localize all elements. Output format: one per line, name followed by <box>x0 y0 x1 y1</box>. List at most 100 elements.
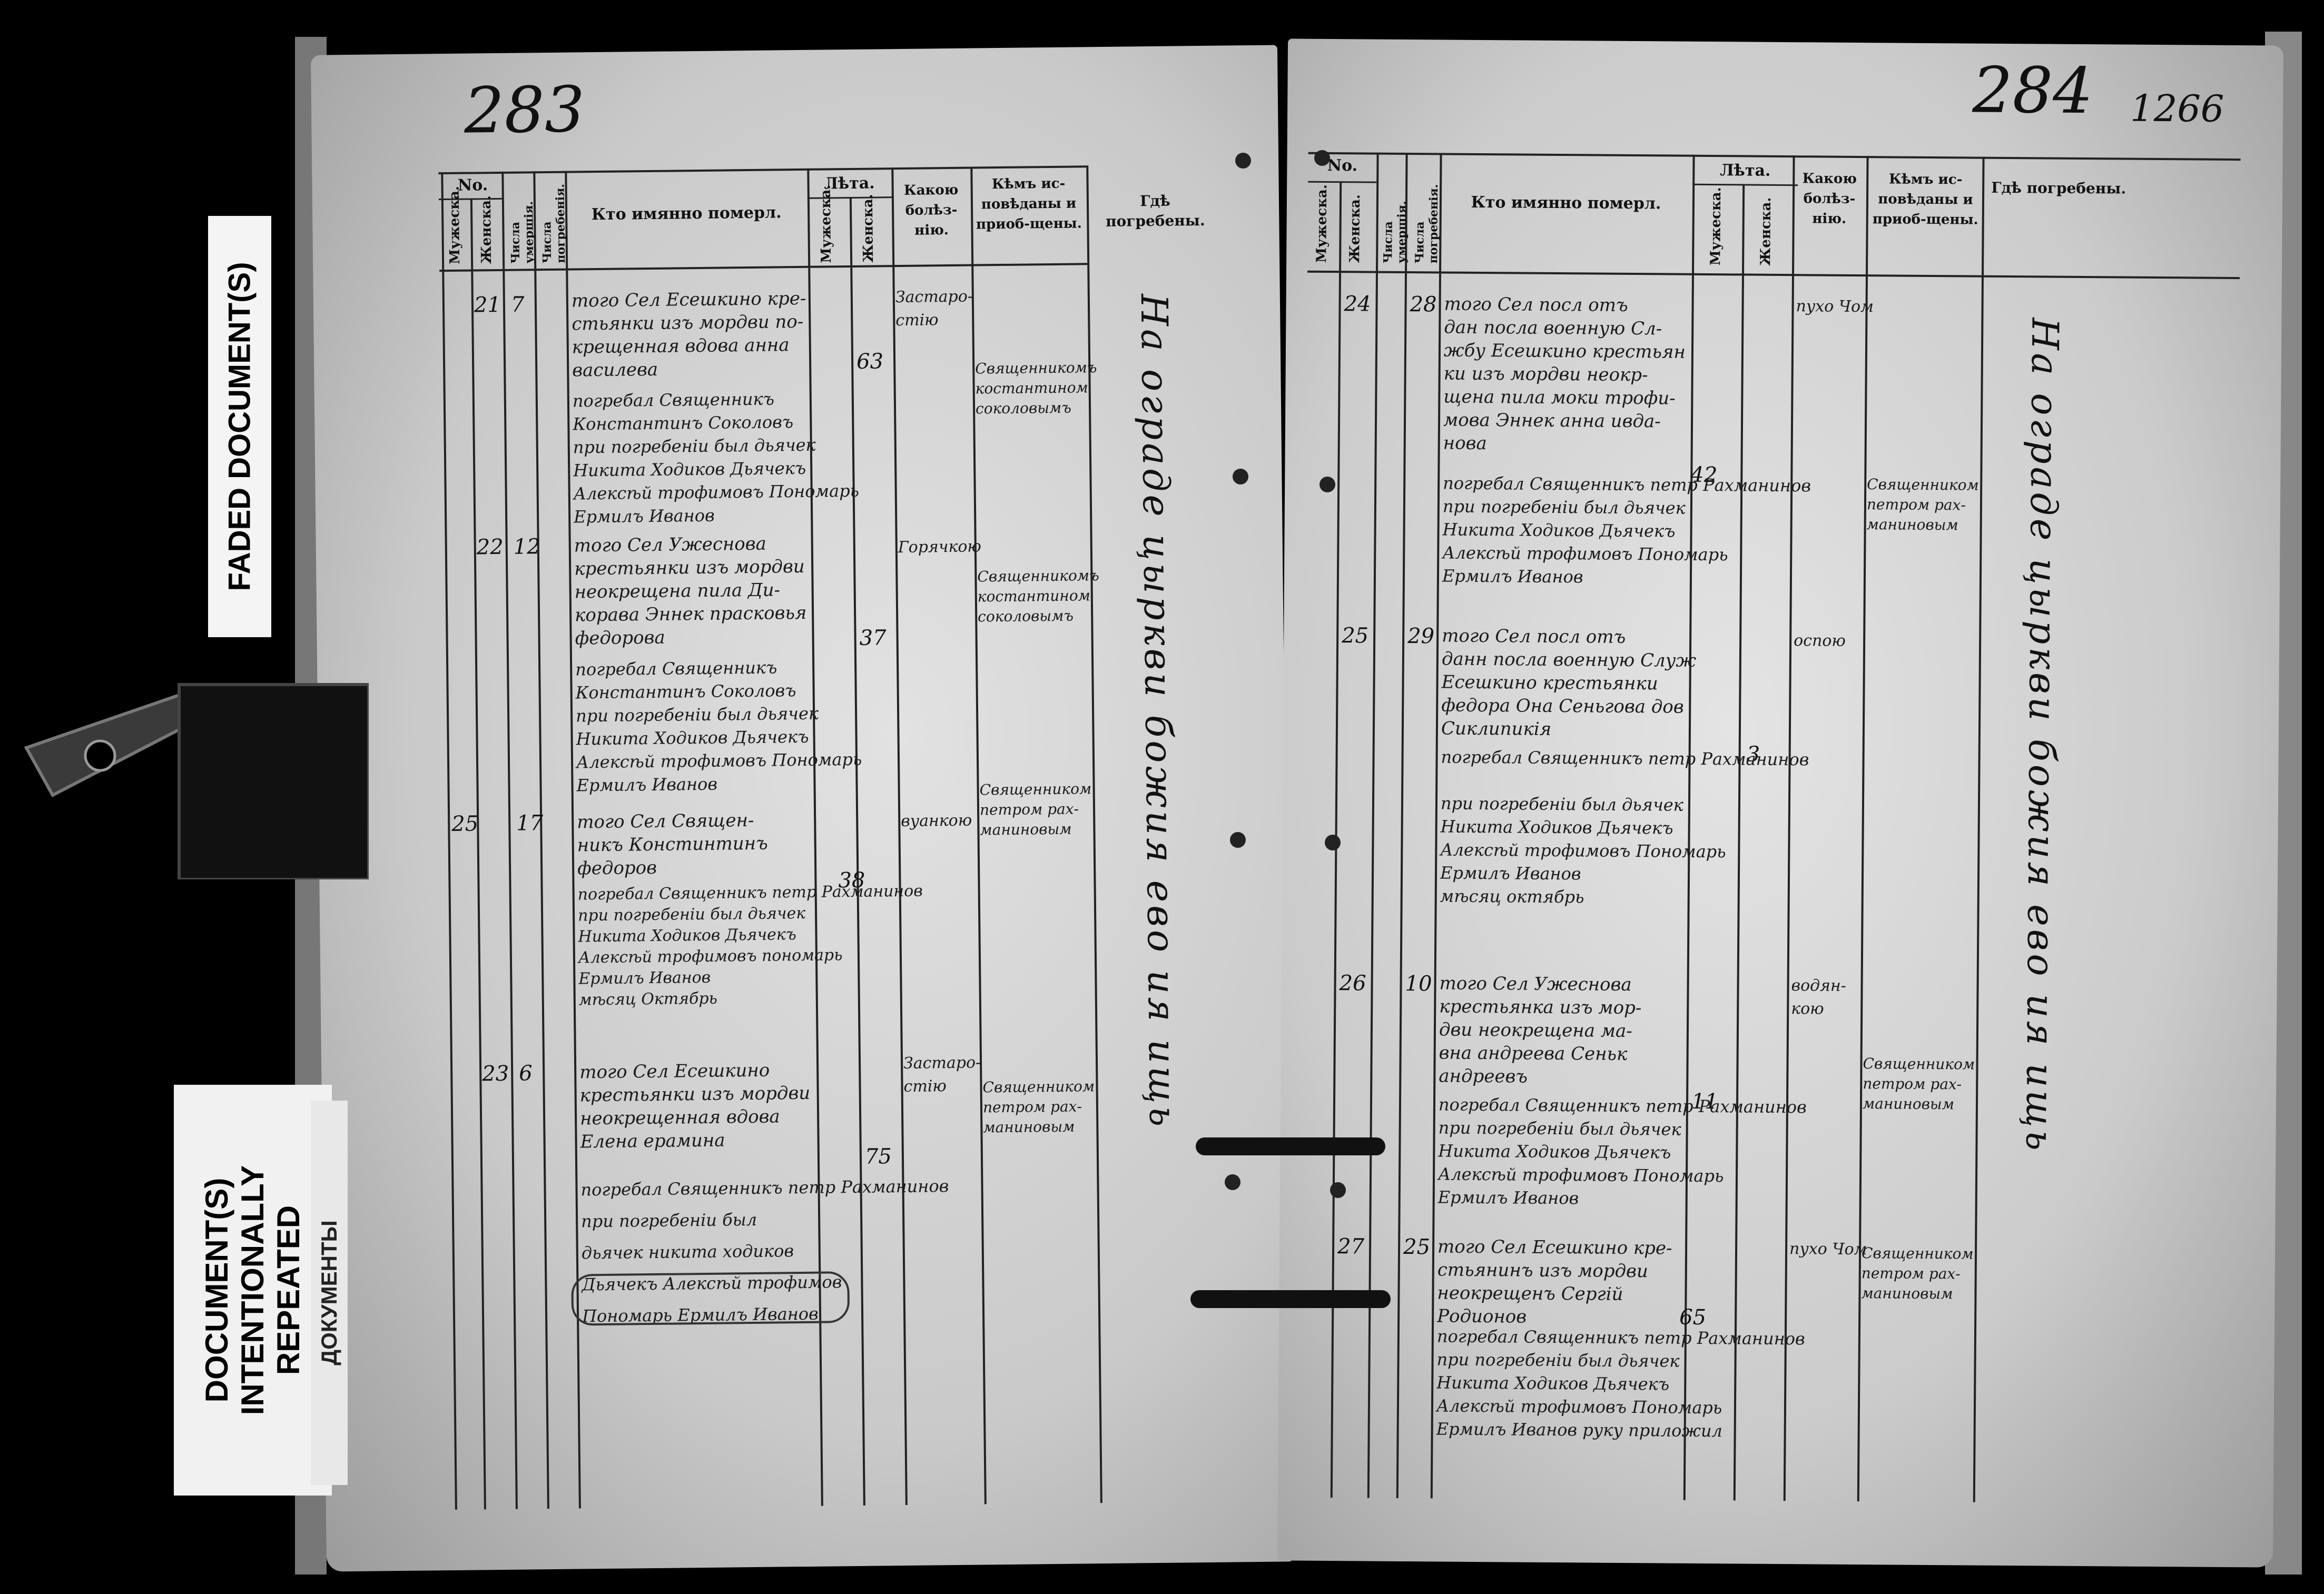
right-hdr-death-day: Числа умершія. <box>1381 201 1409 264</box>
right-entry-2-female: 25 <box>1342 623 1369 648</box>
right-entry-2-disease: оспою <box>1794 631 1846 650</box>
left-folio-number: 283 <box>464 73 585 148</box>
left-entry-3-confession: Священником петром рах- маниновым <box>979 780 1092 839</box>
left-entry-3-text: того Сел Священ- никъ Констинтинъ федоро… <box>577 809 768 879</box>
right-header-bottom-rule <box>1307 270 2240 280</box>
binder-clip-icon <box>24 683 369 879</box>
right-entry-3-text: того Сел Ужеснова крестьянка изъ мор- дв… <box>1439 973 1642 1087</box>
right-folio-extra: 1266 <box>2130 86 2224 131</box>
left-entry-2-burial: погребал Священникъ Константинъ Соколовъ… <box>575 657 862 796</box>
left-vertical-burial-note: На ограде цыркви божия ево ия ищь <box>1132 293 1185 1130</box>
right-entry-3-confession: Священником петром рах- маниновым <box>1862 1055 1975 1113</box>
right-entry-3-disease: водян- кою <box>1791 976 1846 1018</box>
left-signature-bracket <box>571 1271 850 1326</box>
right-page: 284 1266 No. Мужеска. Женска. Числа умер… <box>1277 38 2284 1568</box>
right-hdr-years: Лѣта. <box>1720 161 1771 180</box>
left-entry-2-text: того Сел Ужеснова крестьянки изъ мордви … <box>574 533 807 649</box>
right-hdr-burial-day: Числа погребенія. <box>1413 184 1441 264</box>
right-entry-4-day: 25 <box>1403 1235 1431 1260</box>
right-entry-4-disease: пухо Чом <box>1789 1240 1867 1259</box>
repeated-documents-label: DOCUMENT(S) INTENTIONALLY REPEATED <box>174 1085 332 1496</box>
right-hdr-male: Мужеска. <box>1314 184 1331 263</box>
right-entry-4-burial: погребал Священникъ петр Рахманинов при … <box>1436 1326 1805 1441</box>
binding-hole <box>1235 153 1251 169</box>
left-entry-4-day: 6 <box>519 1061 533 1086</box>
left-entry-4-age: 75 <box>864 1144 892 1169</box>
right-col-line-9 <box>1973 156 1985 1502</box>
right-no-subrule <box>1308 181 1377 183</box>
left-hdr-death-day: Числа умершія. <box>508 201 537 264</box>
left-entry-1-disease: Застаро- стію <box>895 287 973 330</box>
right-hdr-who: Кто имянно померл. <box>1471 193 1661 213</box>
left-entry-1-burial: погребал Священникъ Константинъ Соколовъ… <box>572 389 860 527</box>
right-hdr-disease: Какою болѣз-нію. <box>1802 171 1857 227</box>
left-col-line-2 <box>501 171 518 1509</box>
right-entry-1-female: 24 <box>1344 292 1371 316</box>
left-entry-2-female: 22 <box>476 534 504 560</box>
left-entry-4-confession: Священником петром рах- маниновым <box>982 1077 1095 1136</box>
left-hdr-years-male: Мужеска. <box>818 184 835 263</box>
right-folio-number: 284 <box>1972 54 2093 128</box>
left-hdr-confession: Кѣмъ ис-повѣданы и приоб-щены. <box>976 175 1082 233</box>
right-hdr-years-female: Женска. <box>1758 197 1775 266</box>
right-entry-4-confession: Священником петром рах- маниновым <box>1861 1244 1974 1303</box>
left-hdr-disease: Какою болѣз-нію. <box>903 182 959 239</box>
left-entry-1-text: того Сел Есешкино кре- стьянки изъ мордв… <box>571 288 806 381</box>
right-header-top-rule <box>1308 152 2241 161</box>
right-vertical-burial-note: На ограде цыркви божия ево ия ищь <box>2017 318 2067 1154</box>
faded-documents-text: FADED DOCUMENT(S) <box>222 262 257 591</box>
left-header-top-rule <box>438 165 1087 175</box>
repeated-line-1: DOCUMENT(S) <box>199 1177 234 1403</box>
right-hdr-female: Женска. <box>1347 194 1364 263</box>
left-hdr-who: Кто имянно померл. <box>591 203 782 224</box>
left-entry-4-female: 23 <box>482 1061 509 1086</box>
repeated-documents-text: DOCUMENT(S) INTENTIONALLY REPEATED <box>199 1165 307 1415</box>
left-entry-3-day: 17 <box>516 811 544 836</box>
binding-hole <box>1314 150 1330 166</box>
binding-hole <box>1325 835 1341 850</box>
right-entry-1-disease: пухо Чом <box>1796 297 1874 316</box>
right-entry-2-text: того Сел посл отъ данн посла военную Слу… <box>1441 625 1697 740</box>
right-hdr-years-male: Мужеска. <box>1708 187 1725 266</box>
russian-label-strip: ДОКУМЕНТЫ <box>311 1101 348 1485</box>
left-hdr-burial-day: Числа погребенія. <box>540 183 568 264</box>
binding-hole <box>1330 1182 1346 1198</box>
left-entry-3-female: 25 <box>451 811 479 836</box>
repeated-line-3: REPEATED <box>271 1205 306 1375</box>
binding-hole <box>1225 1174 1240 1190</box>
binding-hole <box>1319 477 1335 492</box>
left-entry-4-disease: Застаро- стію <box>903 1053 981 1096</box>
left-col-line-3 <box>533 171 549 1509</box>
faded-documents-label: FADED DOCUMENT(S) <box>208 216 271 637</box>
left-entry-1-age: 63 <box>856 349 884 374</box>
right-entry-2-day: 29 <box>1407 624 1435 649</box>
left-hdr-female: Женска. <box>478 195 495 264</box>
left-hdr-male: Мужеска. <box>446 185 464 264</box>
right-entry-1-text: того Сел посл отъ дан посла военную Сл- … <box>1443 293 1686 454</box>
binding-hole <box>1230 832 1246 848</box>
left-hdr-where: Гдѣ погребены. <box>1105 192 1205 230</box>
left-entry-2-day: 12 <box>513 534 540 559</box>
right-entry-3-burial: погребал Священникъ петр Рахманинов при … <box>1437 1094 1807 1209</box>
right-entry-4-text: того Сел Есешкино кре- стьянинъ изъ морд… <box>1437 1236 1672 1328</box>
right-entry-1-day: 28 <box>1410 292 1437 317</box>
right-entry-4-female: 27 <box>1337 1234 1365 1259</box>
left-entry-1-day: 7 <box>510 292 525 317</box>
binding-hole <box>1233 469 1248 484</box>
right-entry-1-burial: погребал Священникъ петр Рахманинов при … <box>1442 473 1811 587</box>
left-entry-2-disease: Горячкою <box>898 537 982 557</box>
binding-stitch-upper <box>1196 1137 1385 1155</box>
russian-label-text: ДОКУМЕНТЫ <box>317 1220 341 1365</box>
left-header-bottom-rule <box>439 263 1088 272</box>
left-entry-2-confession: Священникомъ костантином соколовымъ <box>977 567 1099 626</box>
right-entry-3-day: 10 <box>1405 972 1432 996</box>
right-entry-2-burial: погребал Священникъ петр Рахманинов при … <box>1440 747 1809 907</box>
left-entry-1-confession: Священникомъ костантином соколовымъ <box>975 359 1097 418</box>
right-col-line-3 <box>1396 153 1408 1498</box>
right-entry-3-female: 26 <box>1339 971 1366 996</box>
right-hdr-where: Гдѣ погребены. <box>1991 179 2126 197</box>
left-entry-3-burial: погребал Священникъ петр Рахманинов при … <box>577 882 923 1009</box>
left-col-line-0 <box>441 172 457 1510</box>
repeated-line-2: INTENTIONALLY <box>235 1165 270 1415</box>
right-entry-1-confession: Священником петром рах- маниновым <box>1866 476 1979 534</box>
